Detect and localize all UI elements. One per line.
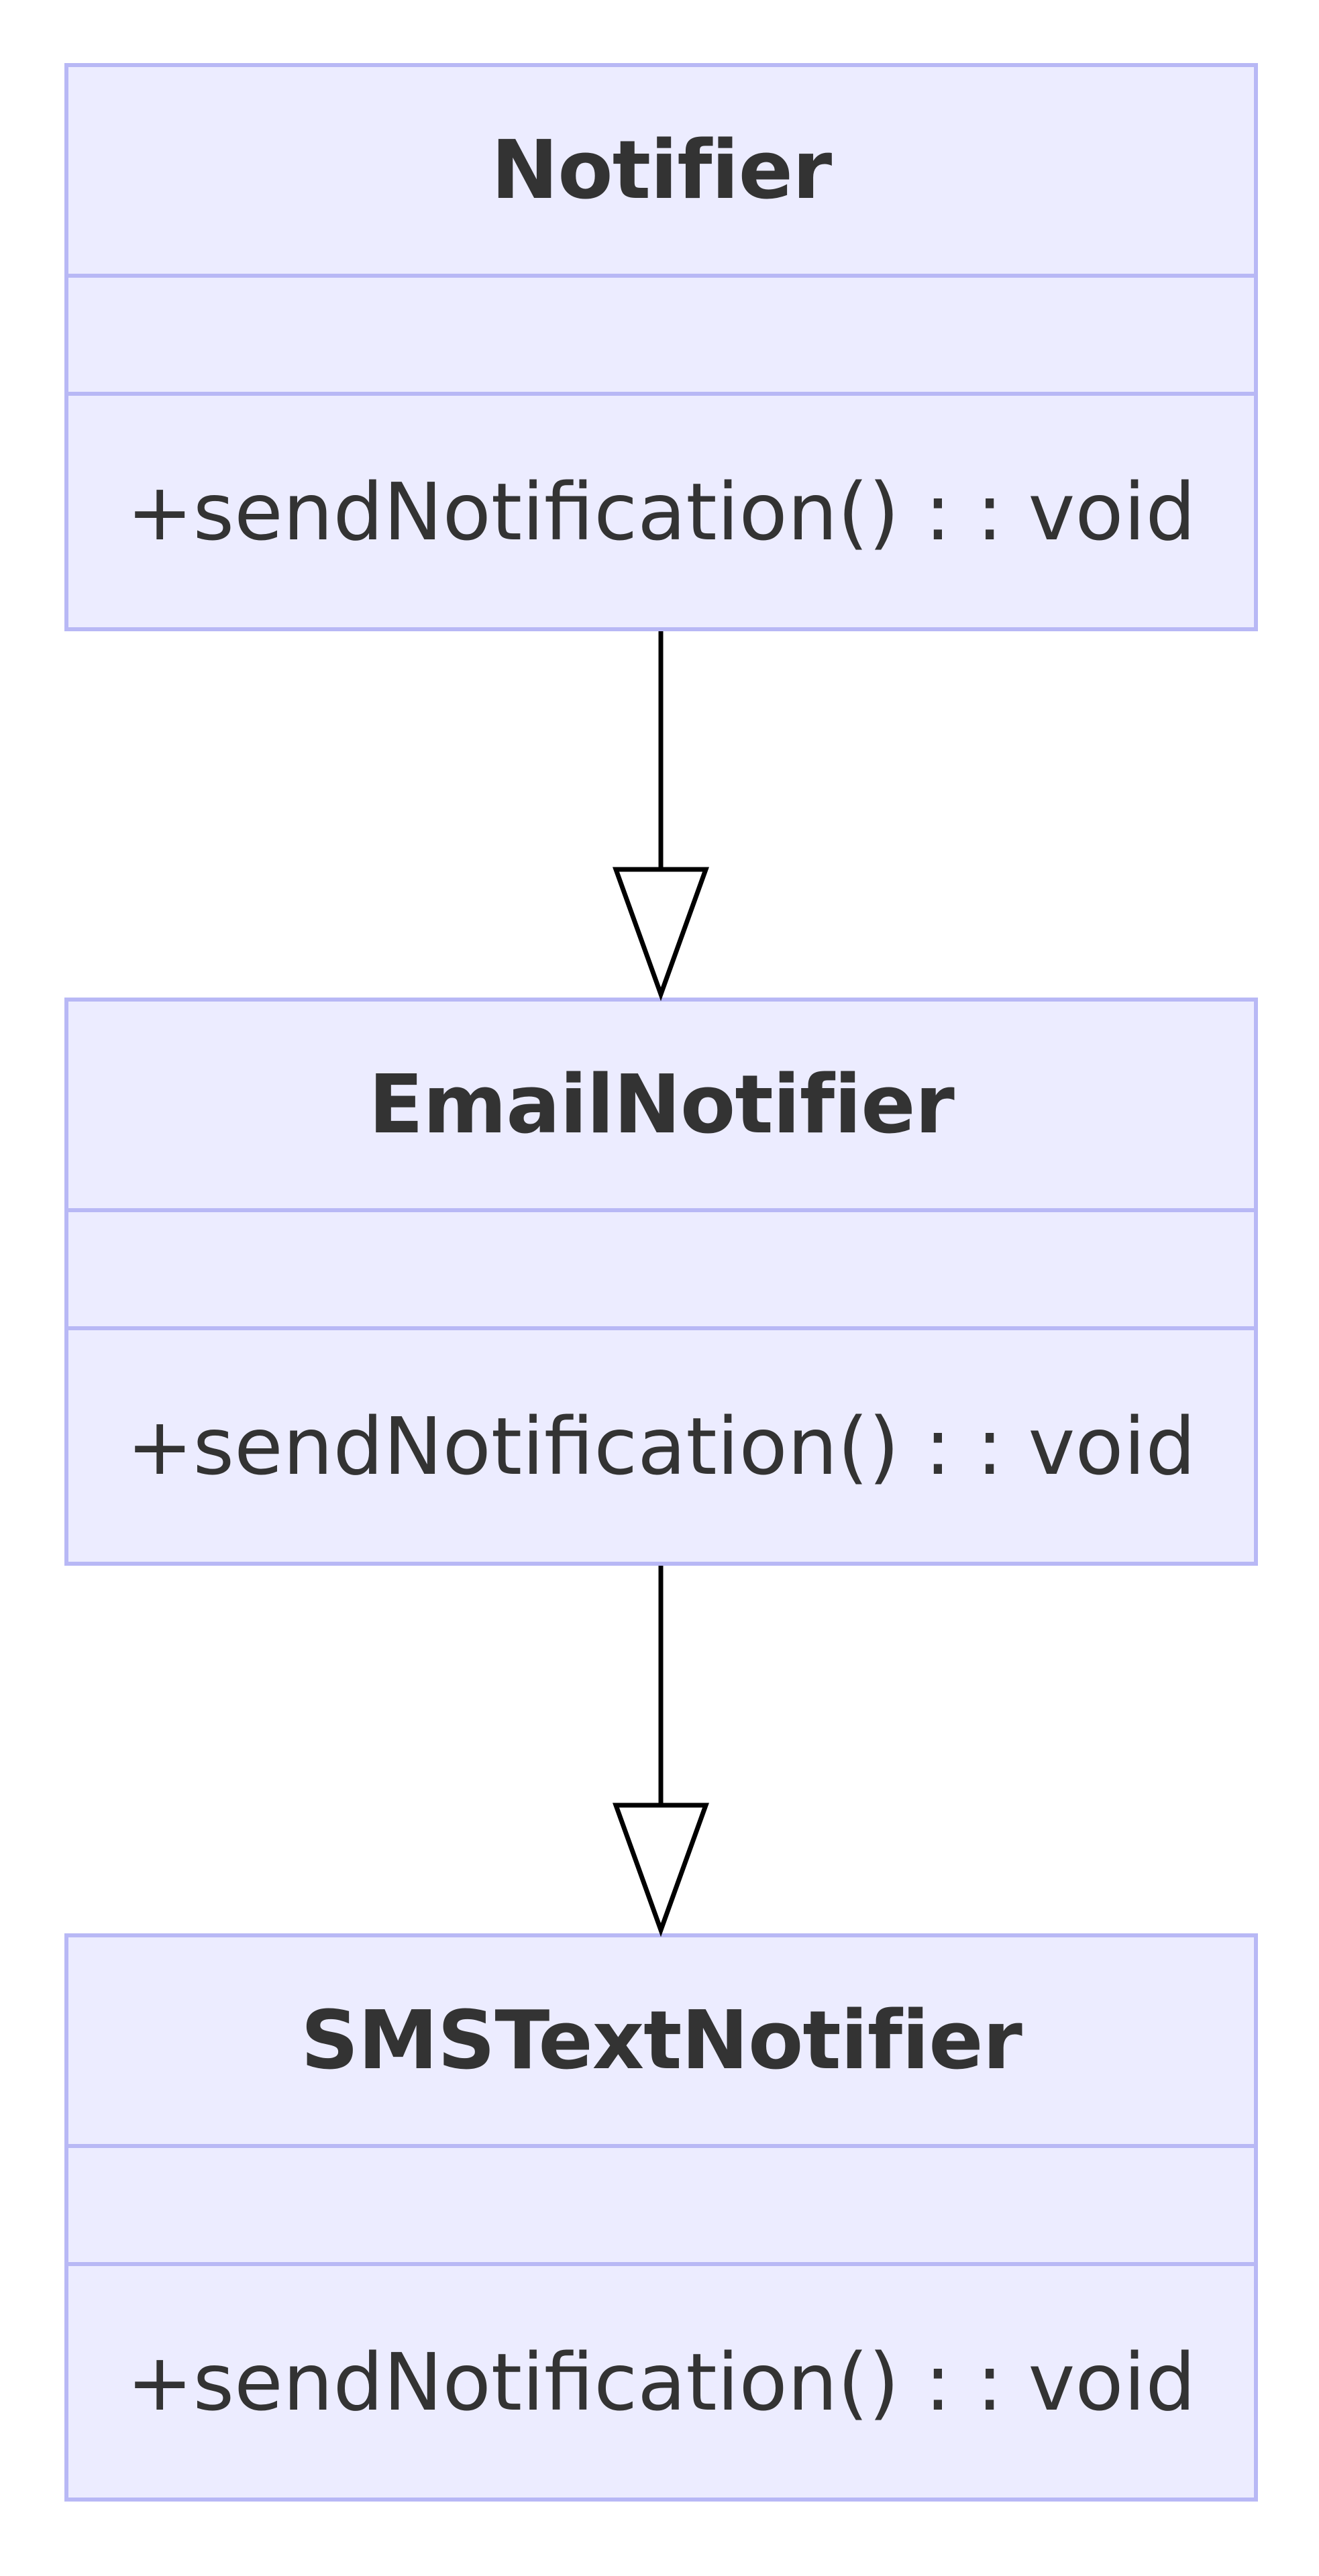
class-method: +sendNotification() : : void	[126, 465, 1196, 558]
class-methods-section: +sendNotification() : : void	[68, 1330, 1254, 1562]
class-name-section: SMSTextNotifier	[68, 1937, 1254, 2148]
inheritance-edge-notifier-email	[613, 631, 709, 1002]
class-method: +sendNotification() : : void	[126, 1399, 1196, 1493]
inheritance-edge-email-sms	[613, 1566, 709, 1937]
class-name: Notifier	[490, 123, 832, 217]
class-name-section: Notifier	[68, 67, 1254, 278]
class-box-sms-text-notifier: SMSTextNotifier +sendNotification() : : …	[64, 1933, 1258, 2502]
inheritance-arrowhead-icon	[613, 867, 709, 1002]
inheritance-arrowhead-icon	[613, 1803, 709, 1937]
class-box-email-notifier: EmailNotifier +sendNotification() : : vo…	[64, 998, 1258, 1566]
class-name-section: EmailNotifier	[68, 1002, 1254, 1212]
class-methods-section: +sendNotification() : : void	[68, 396, 1254, 627]
class-attributes-section	[68, 278, 1254, 396]
class-attributes-section	[68, 2148, 1254, 2266]
class-name: EmailNotifier	[368, 1058, 955, 1152]
class-method: +sendNotification() : : void	[126, 2335, 1196, 2428]
class-name: SMSTextNotifier	[301, 1994, 1022, 2088]
class-box-notifier: Notifier +sendNotification() : : void	[64, 63, 1258, 631]
class-attributes-section	[68, 1212, 1254, 1330]
class-methods-section: +sendNotification() : : void	[68, 2266, 1254, 2498]
